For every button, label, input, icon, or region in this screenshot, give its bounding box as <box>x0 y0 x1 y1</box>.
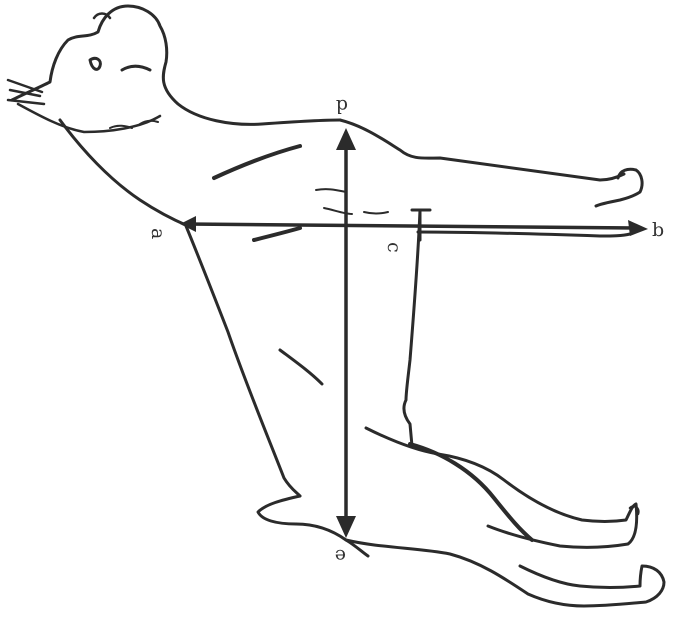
label-b: b <box>652 219 664 241</box>
rat-back <box>340 120 624 180</box>
rat-throat <box>60 120 188 226</box>
fur-mark-1 <box>214 146 300 178</box>
fur-mark-4 <box>280 350 322 384</box>
measurement-lines <box>180 128 648 538</box>
rat-brow <box>122 66 150 70</box>
arrowhead-b <box>628 220 648 236</box>
rat-ear-top <box>94 14 110 19</box>
rat-hind-leg-upper <box>366 428 637 547</box>
rat-hind-leg-lower <box>346 540 664 606</box>
rat-eye <box>90 58 100 69</box>
point-labels: a b c d e <box>147 95 664 567</box>
fur-mark-3 <box>254 228 300 240</box>
length-line-a-b <box>186 224 636 228</box>
rat-hind-leg-inner <box>410 444 532 540</box>
label-e: e <box>335 545 346 567</box>
arrowhead-d <box>336 128 356 150</box>
rat-jaw <box>18 104 160 132</box>
rat-belly-right <box>418 232 630 236</box>
rat-nose <box>8 80 44 104</box>
rat-front-contour <box>186 226 300 496</box>
fur-mark-5 <box>364 212 388 214</box>
label-a: a <box>147 228 169 239</box>
rat-inner-contour <box>404 210 420 446</box>
label-d: d <box>336 95 348 117</box>
rat-front-paw <box>258 496 368 556</box>
rat-paw-upper <box>596 169 642 206</box>
rat-head <box>12 6 340 124</box>
label-c: c <box>383 242 405 253</box>
